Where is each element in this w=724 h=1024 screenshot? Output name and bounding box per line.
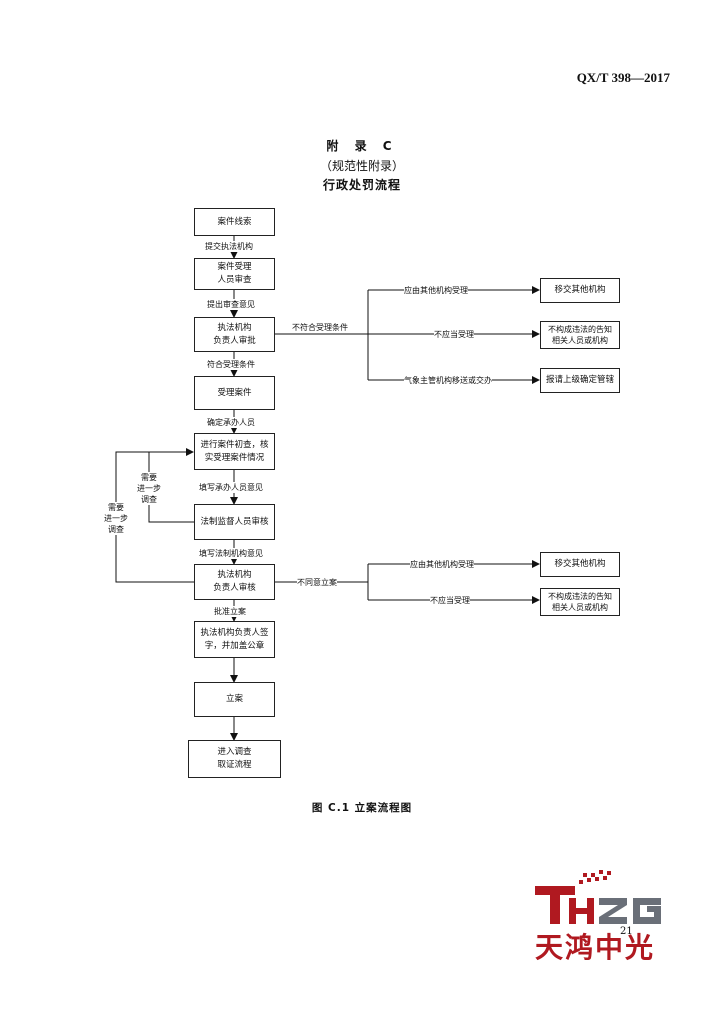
box-initial-check: 进行案件初查，核 实受理案件情况 (194, 433, 275, 470)
page-number: 21 (620, 926, 633, 937)
label-other-agency-accept-2: 应由其他机构受理 (410, 559, 474, 570)
box-head-approve: 执法机构 负责人审批 (194, 317, 275, 352)
label-disagree-file: 不同意立案 (297, 577, 337, 588)
box-legal-review: 法制监督人员审核 (194, 504, 275, 540)
appendix-heading: 行政处罚流程 (322, 178, 401, 192)
box-file-case: 立案 (194, 682, 275, 717)
box-notify-not-illegal-2: 不构成违法的告知 相关人员或机构 (540, 588, 620, 616)
label-need-further-inner: 需要 进一步 调查 (134, 472, 164, 505)
box-head-review: 执法机构 负责人审核 (194, 564, 275, 600)
label-submit-agency: 提交执法机构 (205, 241, 253, 252)
label-need-further-outer: 需要 进一步 调查 (101, 502, 131, 535)
label-other-agency-accept-1: 应由其他机构受理 (404, 285, 468, 296)
standard-code: QX/T 398—2017 (576, 70, 670, 85)
box-report-superior: 报请上级确定管辖 (540, 368, 620, 393)
tzg-logo-icon (535, 870, 661, 924)
label-fill-legal-opinion: 填写法制机构意见 (199, 548, 263, 559)
box-transfer-other-1: 移交其他机构 (540, 278, 620, 303)
label-determine-handler: 确定承办人员 (207, 417, 255, 428)
box-investigate: 进入调查 取证流程 (188, 740, 281, 778)
box-case-search: 案件线索 (194, 208, 275, 236)
appendix-title: 附 录 C (326, 139, 398, 153)
label-meteorology-transfer: 气象主管机构移送或交办 (404, 375, 492, 386)
box-transfer-other-2: 移交其他机构 (540, 552, 620, 577)
watermark-text: 天鸿中光 (535, 931, 656, 964)
label-not-meet-conditions: 不符合受理条件 (292, 322, 348, 333)
appendix-subtitle: （规范性附录） (319, 159, 404, 173)
label-should-not-accept-2: 不应当受理 (430, 595, 470, 606)
figure-caption: 图 C.1 立案流程图 (311, 802, 413, 814)
box-case-accept-review: 案件受理 人员审查 (194, 258, 275, 290)
box-accept-case: 受理案件 (194, 376, 275, 410)
label-propose-opinion: 提出审查意见 (207, 299, 255, 310)
box-head-sign: 执法机构负责人签 字，并加盖公章 (194, 621, 275, 658)
box-notify-not-illegal-1: 不构成违法的告知 相关人员或机构 (540, 321, 620, 349)
label-meets-conditions: 符合受理条件 (207, 359, 255, 370)
label-approve-file: 批准立案 (214, 606, 246, 617)
label-should-not-accept-1: 不应当受理 (434, 329, 474, 340)
label-fill-handler-opinion: 填写承办人员意见 (199, 482, 263, 493)
